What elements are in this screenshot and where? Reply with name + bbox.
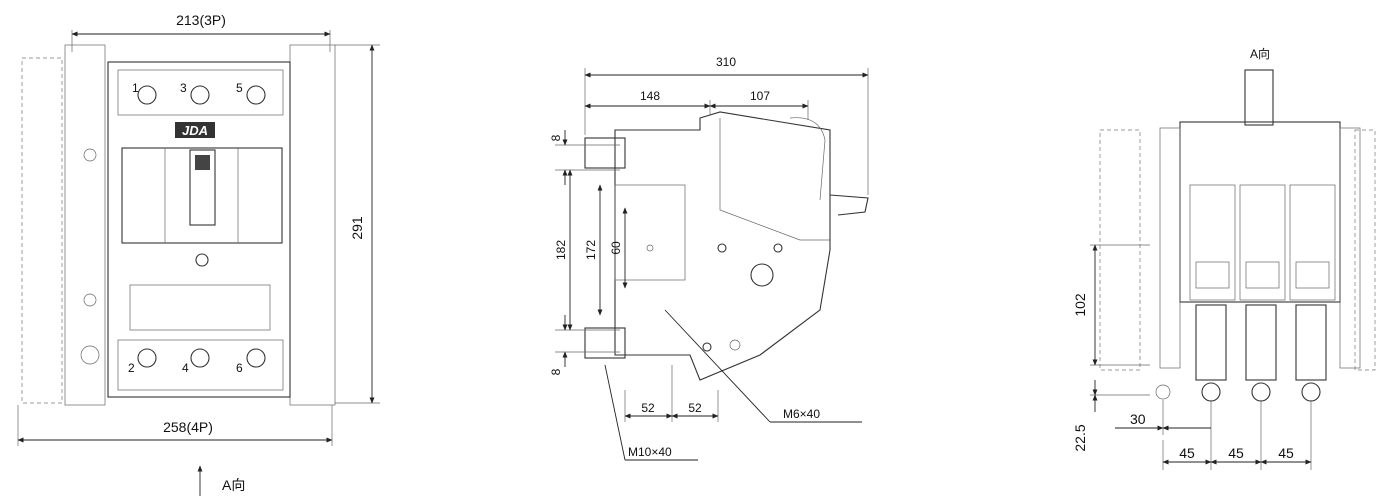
terminal-label-3: 3 (180, 81, 187, 95)
dim-rear-depth: 107 (750, 89, 770, 103)
side-top-terminal (584, 137, 626, 169)
dim-102: 102 (1072, 293, 1088, 317)
dim-45-2: 45 (1228, 445, 1244, 461)
terminal-5 (246, 85, 266, 105)
side-rotary-mechanism (750, 263, 774, 287)
dim-bottom-gap: 8 (549, 368, 563, 375)
dim-45-3: 45 (1278, 445, 1294, 461)
dim-22-5: 22.5 (1072, 424, 1088, 451)
terminal-3 (190, 85, 210, 105)
terminal-label-2: 2 (128, 361, 135, 375)
rear-pole-3 (1289, 184, 1336, 301)
terminal-2 (137, 348, 157, 368)
dim-30: 30 (1130, 411, 1146, 427)
handle-knob (195, 155, 210, 170)
dim-172: 172 (584, 240, 598, 260)
dim-60: 60 (609, 241, 623, 255)
terminal-label-5: 5 (236, 81, 243, 95)
logo-plate (175, 122, 215, 138)
front-left-mechanism (64, 44, 106, 406)
terminal-1 (137, 85, 157, 105)
side-bottom-terminal (584, 327, 626, 359)
operating-handle (189, 149, 216, 226)
terminal-label-4: 4 (182, 361, 189, 375)
test-button (195, 253, 209, 267)
view-arrow-label: A向 (222, 477, 245, 493)
terminal-label-1: 1 (132, 81, 139, 95)
terminal-6 (246, 348, 266, 368)
rear-view-label: A向 (1250, 46, 1270, 61)
callout-m6: M6×40 (783, 407, 820, 421)
front-view: 1 3 5 2 4 6 JDA 213(3P) 258(4P) (17, 12, 380, 496)
dim-front-depth: 148 (640, 89, 660, 103)
breaker-body (107, 61, 291, 398)
top-terminal-block (117, 69, 284, 116)
dim-52-left: 52 (641, 401, 655, 415)
side-body (614, 111, 831, 381)
side-handle (829, 194, 869, 216)
brand-logo: JDA (182, 123, 208, 138)
terminal-label-6: 6 (236, 361, 243, 375)
dim-top-gap: 8 (549, 134, 563, 141)
dim-width-3p: 213(3P) (176, 12, 226, 28)
callout-m10-leader (604, 364, 626, 461)
front-panel (121, 147, 283, 244)
rear-busbar-3 (1295, 304, 1327, 381)
rear-pole-1 (1189, 184, 1236, 301)
front-right-mechanism (289, 44, 336, 406)
side-view: 310 148 107 8 182 172 60 8 52 52 (549, 55, 869, 461)
dim-height: 291 (349, 216, 365, 240)
accessory-window (129, 284, 271, 331)
front-ghost-outline (21, 57, 63, 404)
rear-busbar-1 (1195, 304, 1227, 381)
rear-neutral-terminal (1155, 384, 1171, 400)
dim-width-4p: 258(4P) (163, 419, 213, 435)
rear-body (1179, 121, 1341, 303)
terminal-4 (190, 348, 210, 368)
callout-m6-leader (664, 309, 771, 423)
dim-52-right: 52 (688, 401, 702, 415)
rear-pole-2 (1239, 184, 1286, 301)
rear-busbar-2 (1245, 304, 1277, 381)
dim-182: 182 (554, 240, 568, 260)
callout-m10: M10×40 (628, 445, 672, 459)
rear-view: A向 102 22.5 (1072, 46, 1376, 470)
dim-total-depth: 310 (716, 55, 736, 69)
bottom-terminal-block (117, 339, 284, 391)
rear-handle (1244, 69, 1274, 126)
dim-45-1: 45 (1179, 445, 1195, 461)
